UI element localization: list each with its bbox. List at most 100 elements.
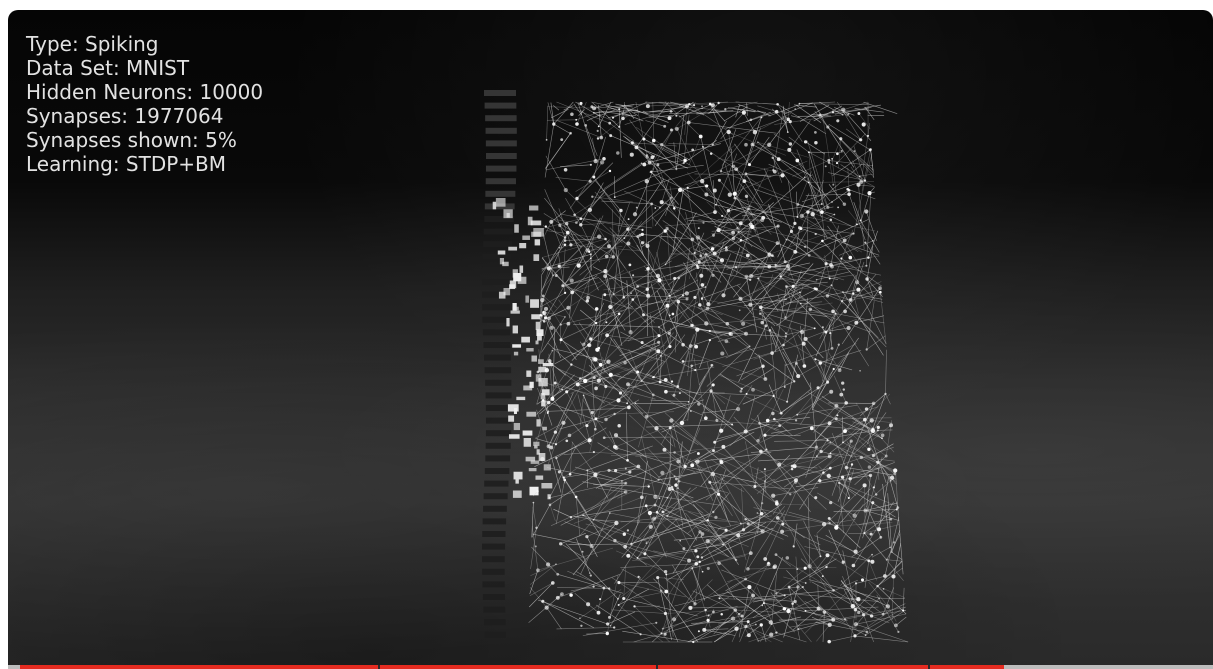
input-pixel <box>547 494 551 500</box>
synapse <box>636 101 669 148</box>
synapse <box>635 286 706 310</box>
neuron <box>807 564 812 569</box>
neuron <box>605 631 609 636</box>
synapse <box>613 234 625 298</box>
synapse <box>530 527 537 569</box>
neuron <box>831 617 836 622</box>
synapse <box>842 416 844 443</box>
neuron <box>872 486 875 489</box>
synapse <box>550 363 567 376</box>
neuron <box>681 360 685 363</box>
synapse <box>633 620 709 643</box>
synapse <box>560 532 586 545</box>
neuron <box>832 588 835 592</box>
synapse <box>815 359 823 378</box>
synapse <box>774 268 843 293</box>
synapse <box>771 423 830 434</box>
synapse <box>854 455 887 486</box>
synapse <box>669 283 686 297</box>
video-progress-bar[interactable] <box>8 665 1213 669</box>
synapse <box>654 518 738 522</box>
synapse <box>784 102 813 115</box>
synapse <box>744 395 782 414</box>
neuron <box>705 539 710 544</box>
neuron <box>602 436 606 440</box>
synapse <box>553 219 577 223</box>
neuron <box>863 417 867 422</box>
synapse <box>815 621 867 633</box>
neuron <box>853 634 857 638</box>
synapse <box>699 527 774 563</box>
synapse <box>713 332 786 337</box>
neuron <box>592 175 596 179</box>
neuron <box>829 332 832 335</box>
synapse <box>866 278 883 297</box>
neuron <box>587 207 593 213</box>
synapse <box>559 259 578 267</box>
neuron <box>771 411 775 416</box>
synapse <box>750 418 822 452</box>
synapse <box>877 585 907 615</box>
synapse <box>771 616 801 625</box>
neuron <box>676 300 681 304</box>
synapse <box>729 333 755 352</box>
synapse <box>725 346 750 359</box>
synapse <box>594 191 643 244</box>
input-slice <box>482 594 505 600</box>
synapse <box>562 239 610 286</box>
synapse <box>568 269 625 309</box>
synapse <box>707 110 734 114</box>
video-player[interactable]: Type: Spiking Data Set: MNIST Hidden Neu… <box>8 10 1213 669</box>
synapse <box>786 422 874 432</box>
synapse <box>589 240 612 253</box>
neuron <box>765 448 768 451</box>
neuron <box>550 581 555 585</box>
synapse <box>754 265 789 300</box>
input-pixel <box>522 235 530 240</box>
synapse <box>826 503 864 568</box>
synapse <box>607 504 656 538</box>
neuron <box>554 274 558 277</box>
synapse <box>774 440 828 442</box>
synapse <box>815 313 836 357</box>
neuron <box>837 368 842 373</box>
synapse <box>589 386 607 453</box>
neuron <box>644 179 649 184</box>
neuron <box>842 202 847 207</box>
neuron <box>640 232 644 237</box>
synapse <box>786 286 792 303</box>
neuron <box>761 215 766 220</box>
synapse <box>689 252 695 280</box>
neuron <box>613 538 617 543</box>
synapse <box>722 343 804 367</box>
neuron <box>677 187 683 193</box>
synapse <box>847 471 871 476</box>
neuron <box>775 592 778 595</box>
neuron <box>853 622 859 627</box>
synapse <box>626 336 658 404</box>
neuron <box>726 209 731 213</box>
synapse <box>809 566 827 578</box>
synapse <box>808 579 880 599</box>
synapse <box>891 576 894 620</box>
synapse <box>724 106 748 122</box>
synapse <box>592 266 649 297</box>
synapse <box>820 350 862 364</box>
synapse <box>594 101 614 109</box>
synapse <box>706 346 750 387</box>
neuron <box>669 418 674 423</box>
synapse <box>560 279 590 340</box>
neuron <box>563 243 567 247</box>
synapse <box>540 268 550 298</box>
neuron <box>544 605 549 610</box>
neuron <box>596 129 599 132</box>
neuron <box>718 597 721 600</box>
synapse <box>556 275 597 312</box>
synapse <box>568 543 632 545</box>
synapse <box>537 599 608 625</box>
input-pixel <box>519 265 524 273</box>
neuron <box>872 239 874 242</box>
neuron <box>796 374 801 379</box>
neuron <box>545 562 551 567</box>
synapse <box>632 550 696 561</box>
